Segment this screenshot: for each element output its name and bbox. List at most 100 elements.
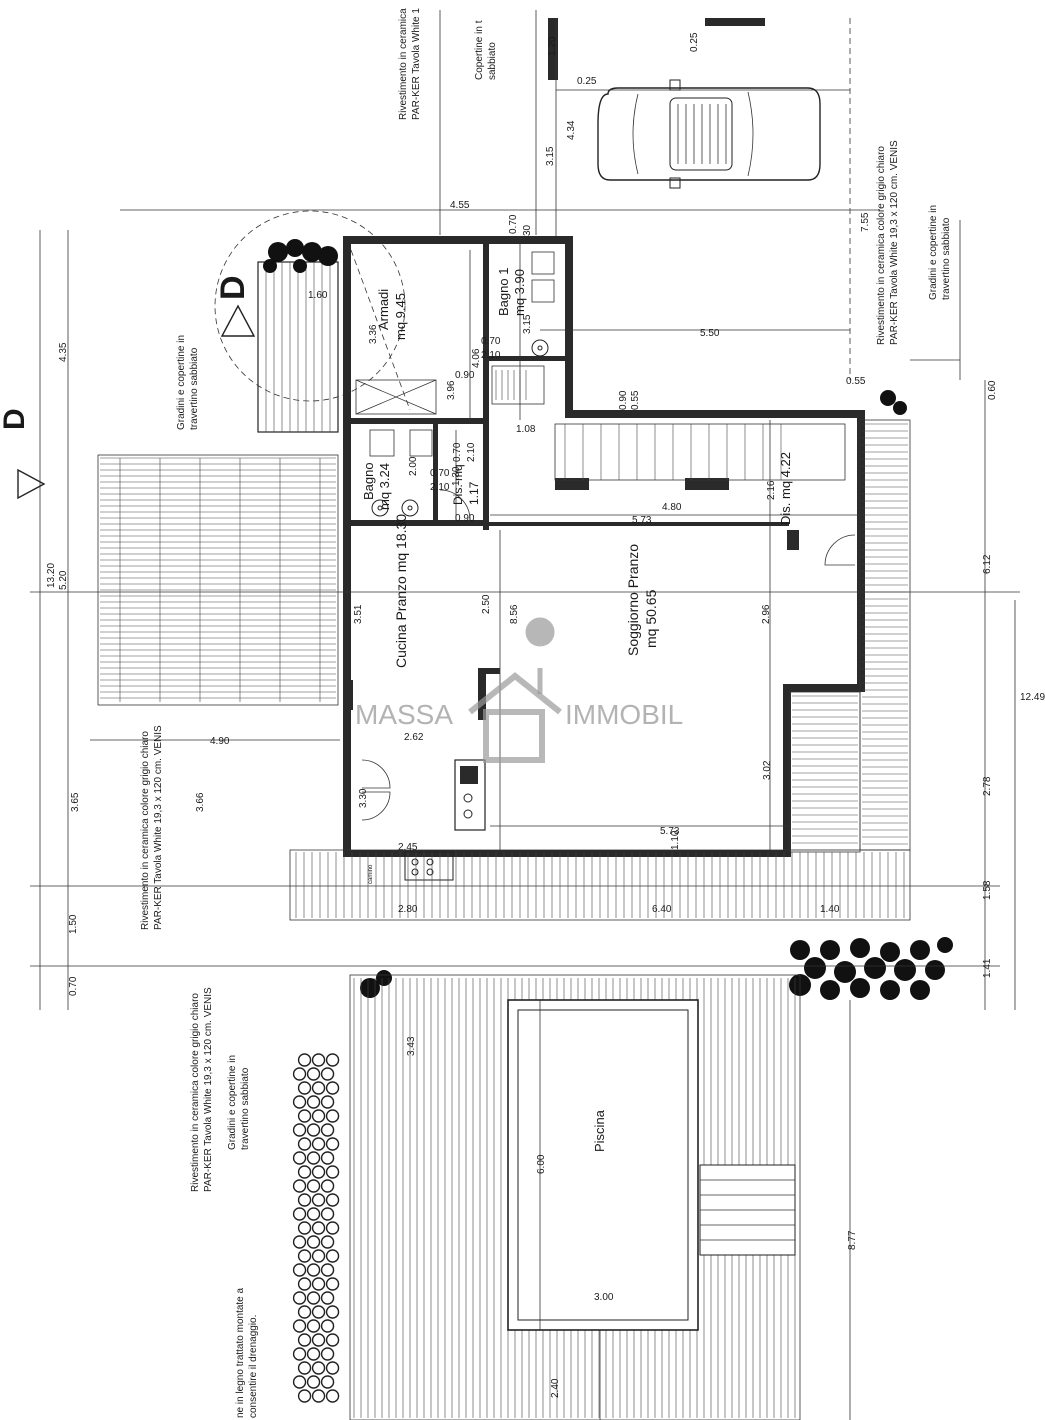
- car-drawing: [597, 79, 821, 189]
- dim-label: 3.51: [353, 604, 364, 624]
- room-armadi-name: Armadi: [376, 289, 391, 330]
- hedge-shrub: [311, 1389, 326, 1403]
- dim-label: 0.70: [508, 214, 519, 234]
- dim-label: 5.50: [700, 328, 720, 339]
- hedge-shrub: [306, 1319, 321, 1333]
- house-walls: [343, 236, 865, 857]
- note-bottom-legno-1: ne in legno trattato montate a: [235, 1287, 246, 1418]
- dim-label: 0.70: [452, 442, 463, 462]
- section-label-top: D: [214, 275, 252, 300]
- dim-label: 13.20: [46, 563, 57, 588]
- hedge-shrub: [311, 1249, 326, 1263]
- hedge-shrub: [292, 1375, 307, 1389]
- door-swings: [361, 489, 856, 821]
- dim-label: 3.36: [368, 324, 379, 344]
- hedge-shrub: [325, 1221, 340, 1235]
- note-right-gradini-2: travertino sabbiato: [941, 217, 952, 300]
- hedge-shrub: [292, 1207, 307, 1221]
- dim-label: 4.35: [58, 342, 69, 362]
- hedge-shrub: [311, 1333, 326, 1347]
- hedge-shrub: [292, 1319, 307, 1333]
- hedge-shrub: [306, 1263, 321, 1277]
- room-dis-small-name: Dis. mq: [451, 464, 465, 505]
- room-dis-small-area: 1.17: [467, 481, 481, 505]
- dim-label: 0.60: [987, 380, 998, 400]
- dim-label: 5.73: [660, 826, 680, 837]
- hedge-row: [292, 1053, 340, 1403]
- hedge-shrub: [325, 1249, 340, 1263]
- watermark-right: IMMOBIL: [565, 699, 683, 730]
- hedge-shrub: [325, 1081, 340, 1095]
- dim-label: 3.96: [446, 380, 457, 400]
- hedge-shrub: [306, 1291, 321, 1305]
- hedge-shrub: [325, 1053, 340, 1067]
- hedge-shrub: [292, 1067, 307, 1081]
- hedge-shrub: [325, 1333, 340, 1347]
- note-top-ceramica-1: Rivestimento in ceramica: [398, 8, 409, 120]
- hedge-shrub: [306, 1151, 321, 1165]
- hedge-shrub: [311, 1193, 326, 1207]
- dim-label: 1.30: [451, 466, 462, 486]
- dim-label: 0.70: [481, 336, 501, 347]
- dim-label: 1.20: [547, 36, 558, 56]
- label-camino: camino: [368, 864, 374, 884]
- room-bagno-name: Bagno: [361, 462, 376, 500]
- room-dis-large: Dis. mq 4.22: [778, 452, 793, 525]
- hedge-shrub: [311, 1221, 326, 1235]
- hedge-shrub: [311, 1305, 326, 1319]
- hedge-shrub: [320, 1291, 335, 1305]
- dim-label: 0.90: [455, 370, 475, 381]
- dim-label: 6.00: [536, 1154, 547, 1174]
- hedge-shrub: [297, 1333, 312, 1347]
- dim-label: 7.55: [860, 212, 871, 232]
- dim-label: 3.66: [195, 792, 206, 812]
- closet-box: [350, 249, 437, 415]
- room-cucina: Cucina Pranzo mq 18.30: [393, 514, 409, 668]
- hedge-shrub: [297, 1361, 312, 1375]
- hedge-shrub: [292, 1123, 307, 1137]
- dim-label: 0.70: [430, 468, 450, 479]
- dim-label: 0.25: [577, 76, 597, 87]
- hedge-shrub: [292, 1095, 307, 1109]
- dim-label: 0.55: [630, 390, 641, 410]
- hedge-shrub: [306, 1095, 321, 1109]
- hedge-shrub: [320, 1123, 335, 1137]
- note-left-low-gradini-2: travertino sabbiato: [240, 1067, 251, 1150]
- dim-label: 3.15: [545, 146, 556, 166]
- note-left-mid-ceramica-2: PAR-KER Tavola White 19,3 x 120 cm. VENI…: [153, 725, 164, 930]
- section-marker-top: D: [214, 275, 256, 337]
- hedge-shrub: [311, 1277, 326, 1291]
- hedge-shrub: [306, 1179, 321, 1193]
- hedge-shrub: [325, 1109, 340, 1123]
- dim-label: 2.78: [982, 776, 993, 796]
- dim-label: 12.49: [1020, 692, 1045, 703]
- hedge-shrub: [325, 1165, 340, 1179]
- room-soggiorno-name: Soggiorno Pranzo: [625, 544, 641, 656]
- hedge-shrub: [325, 1305, 340, 1319]
- hedge-shrub: [292, 1235, 307, 1249]
- room-piscina: Piscina: [592, 1109, 607, 1152]
- dim-label: 2.10: [481, 350, 501, 361]
- note-top-copertine-2: sabbiato: [487, 42, 498, 80]
- dim-label: 1.08: [516, 424, 536, 435]
- dim-label: 1.10: [670, 830, 681, 850]
- kitchen-counter: [404, 759, 486, 881]
- dim-label: 4.90: [210, 736, 230, 747]
- hedge-shrub: [297, 1165, 312, 1179]
- hedge-shrub: [306, 1375, 321, 1389]
- hedge-shrub: [306, 1207, 321, 1221]
- hedge-shrub: [297, 1305, 312, 1319]
- hedge-shrub: [292, 1263, 307, 1277]
- hedge-shrub: [297, 1109, 312, 1123]
- hedge-shrub: [325, 1137, 340, 1151]
- note-left-gradini-2: travertino sabbiato: [189, 347, 200, 430]
- hedge-shrub: [311, 1053, 326, 1067]
- note-left-low-ceramica-2: PAR-KER Tavola White 19,3 x 120 cm. VENI…: [203, 987, 214, 1192]
- dim-label: 2.10: [466, 442, 477, 462]
- note-right-gradini-1: Gradini e copertine in: [928, 205, 939, 300]
- dim-label: 2.10: [430, 482, 450, 493]
- dim-label: 4.34: [566, 120, 577, 140]
- hedge-shrub: [297, 1137, 312, 1151]
- note-left-low-ceramica-1: Rivestimento in ceramica colore grigio c…: [190, 993, 201, 1192]
- hedge-shrub: [297, 1277, 312, 1291]
